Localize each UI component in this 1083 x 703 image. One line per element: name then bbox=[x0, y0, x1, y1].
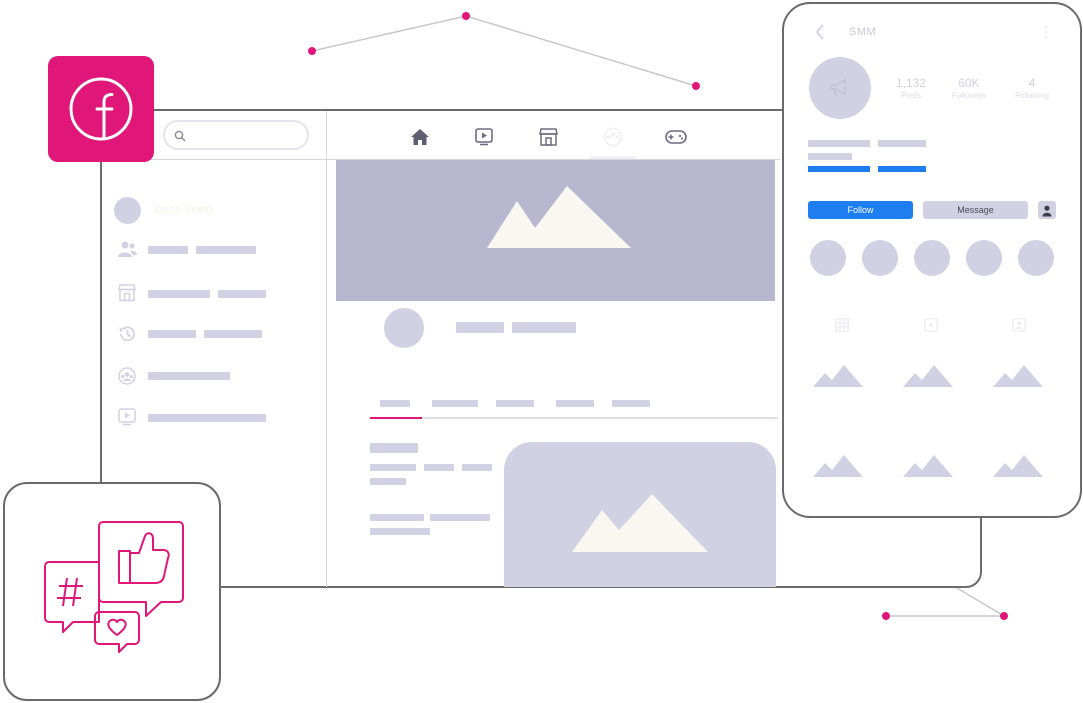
stat-posts[interactable]: 1,132 Posts bbox=[886, 76, 936, 100]
search-input[interactable] bbox=[163, 120, 309, 150]
sidebar-item-friends[interactable] bbox=[148, 246, 188, 254]
megaphone-icon bbox=[829, 78, 851, 103]
person-icon bbox=[1042, 204, 1052, 222]
stat-following-label: Following bbox=[1015, 91, 1049, 100]
intro-line bbox=[370, 464, 416, 471]
groups-icon bbox=[603, 127, 623, 152]
sidebar-avatar[interactable] bbox=[114, 197, 141, 224]
tabs-divider bbox=[370, 417, 778, 419]
gaming-icon[interactable] bbox=[665, 129, 687, 150]
message-button[interactable]: Message bbox=[923, 201, 1028, 219]
friends-icon[interactable] bbox=[117, 240, 137, 263]
profile-name bbox=[456, 322, 504, 333]
reels-icon[interactable] bbox=[924, 318, 938, 337]
intro-line bbox=[370, 528, 430, 535]
profile-avatar[interactable] bbox=[384, 308, 424, 348]
story-highlight[interactable] bbox=[810, 240, 846, 276]
bio-link[interactable] bbox=[808, 166, 870, 172]
story-highlight[interactable] bbox=[1018, 240, 1054, 276]
tab-about[interactable] bbox=[432, 400, 478, 407]
stat-followers[interactable]: 60K Followers bbox=[944, 76, 994, 100]
tab-friends[interactable] bbox=[496, 400, 534, 407]
tagged-icon[interactable] bbox=[1012, 318, 1026, 337]
intro-line bbox=[370, 478, 406, 485]
profile-name-2 bbox=[512, 322, 576, 333]
intro-line bbox=[424, 464, 454, 471]
bio-link[interactable] bbox=[878, 166, 926, 172]
sidebar-item-friends-text bbox=[196, 246, 256, 254]
groups-icon[interactable] bbox=[118, 367, 136, 390]
grid-photo[interactable] bbox=[993, 455, 1043, 477]
facebook-icon bbox=[68, 76, 134, 147]
bio-line bbox=[808, 140, 870, 147]
sidebar-item-memories-text bbox=[204, 330, 262, 338]
desktop-header-divider bbox=[100, 159, 780, 160]
search-field[interactable] bbox=[191, 126, 295, 146]
stat-following-value: 4 bbox=[1028, 76, 1036, 90]
facebook-badge bbox=[48, 56, 154, 162]
story-highlight[interactable] bbox=[966, 240, 1002, 276]
intro-heading bbox=[370, 443, 418, 453]
phone-avatar[interactable] bbox=[809, 57, 871, 119]
follow-button[interactable]: Follow bbox=[808, 201, 913, 219]
watch-icon[interactable] bbox=[118, 408, 136, 431]
tab-groups[interactable] bbox=[590, 121, 636, 159]
cover-image bbox=[336, 160, 775, 301]
back-icon[interactable] bbox=[815, 24, 825, 45]
sidebar-item-watch[interactable] bbox=[148, 414, 266, 422]
more-icon[interactable] bbox=[1044, 25, 1048, 44]
tab-active-indicator bbox=[370, 417, 422, 419]
sidebar-item-marketplace-text bbox=[218, 290, 266, 298]
post-image[interactable] bbox=[504, 442, 776, 587]
sidebar-item-marketplace[interactable] bbox=[148, 290, 210, 298]
search-icon bbox=[174, 129, 186, 147]
sidebar-item-groups[interactable] bbox=[148, 372, 230, 380]
tab-more[interactable] bbox=[612, 400, 650, 407]
sidebar-user-name[interactable]: Jason Smith bbox=[152, 204, 213, 216]
tab-photos[interactable] bbox=[556, 400, 594, 407]
stat-followers-label: Followers bbox=[951, 91, 987, 100]
grid-photo[interactable] bbox=[903, 455, 953, 477]
story-highlight[interactable] bbox=[862, 240, 898, 276]
add-friend-button[interactable] bbox=[1038, 201, 1056, 219]
desktop-sidebar-divider bbox=[326, 111, 327, 587]
stat-followers-value: 60K bbox=[958, 76, 980, 90]
grid-photo[interactable] bbox=[813, 365, 863, 387]
marketplace-icon[interactable] bbox=[539, 128, 558, 151]
tab-posts[interactable] bbox=[380, 400, 410, 407]
stat-following[interactable]: 4 Following bbox=[1006, 76, 1058, 100]
bio-line bbox=[878, 140, 926, 147]
intro-line bbox=[370, 514, 424, 521]
social-badge bbox=[3, 482, 221, 701]
intro-line bbox=[430, 514, 490, 521]
intro-line bbox=[462, 464, 492, 471]
grid-photo[interactable] bbox=[813, 455, 863, 477]
marketplace-icon[interactable] bbox=[118, 284, 136, 307]
grid-photo[interactable] bbox=[903, 365, 953, 387]
video-icon[interactable] bbox=[475, 128, 493, 151]
home-icon[interactable] bbox=[410, 128, 430, 151]
sidebar-item-memories[interactable] bbox=[148, 330, 196, 338]
grid-icon[interactable] bbox=[835, 318, 849, 337]
story-highlight[interactable] bbox=[914, 240, 950, 276]
memories-icon[interactable] bbox=[118, 325, 136, 348]
grid-photo[interactable] bbox=[993, 365, 1043, 387]
stat-posts-label: Posts bbox=[900, 91, 921, 100]
phone-title: SMM bbox=[849, 26, 877, 38]
stat-posts-value: 1,132 bbox=[895, 76, 927, 90]
bio-line bbox=[808, 153, 852, 160]
social-chat-icon bbox=[43, 518, 185, 675]
